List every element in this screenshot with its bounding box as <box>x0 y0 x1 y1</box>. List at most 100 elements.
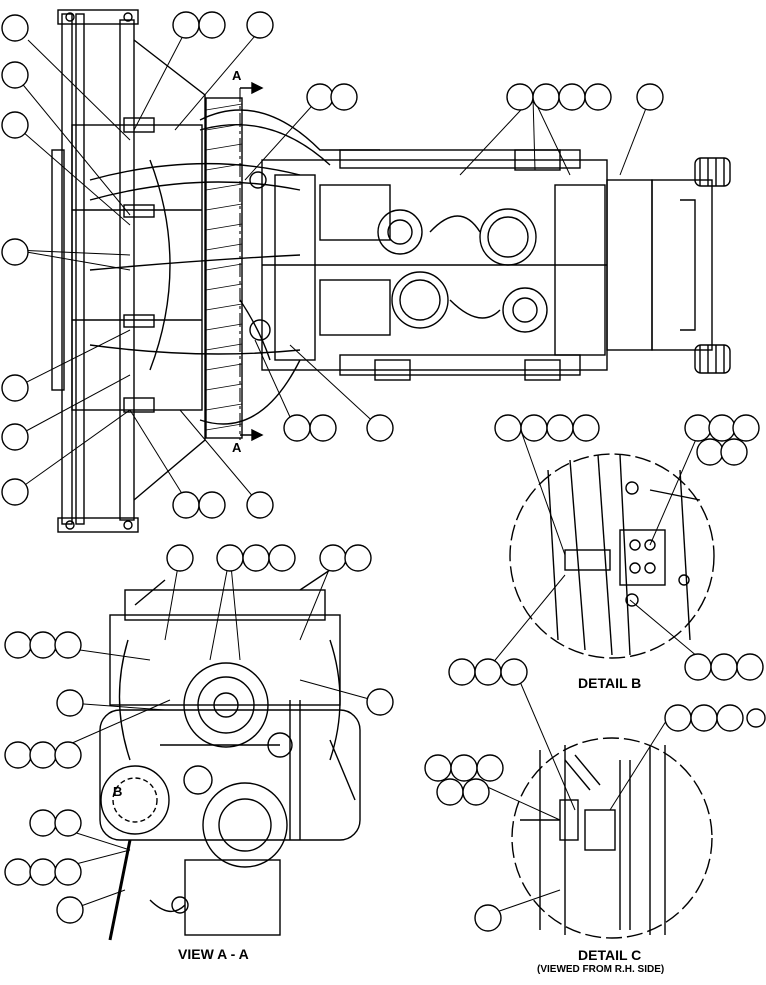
callout-bubble <box>1 478 29 506</box>
callout-bubble <box>1 374 29 402</box>
callout-bubble <box>56 896 84 924</box>
fan <box>205 97 243 439</box>
callout-bubble <box>664 704 692 732</box>
callout-bubble <box>29 741 57 769</box>
callout-bubble <box>246 11 274 39</box>
detail-c-boundary <box>511 737 713 939</box>
callout-bubble <box>198 11 226 39</box>
callout-bubble <box>450 754 478 782</box>
callout-bubble <box>558 83 586 111</box>
callout-bubble <box>462 778 490 806</box>
detail-b-title: DETAIL B <box>578 675 642 691</box>
callout-bubble <box>29 858 57 886</box>
callout-bubbles <box>1 11 766 932</box>
callout-bubble <box>736 653 764 681</box>
callout-bubble <box>500 658 528 686</box>
callout-bubble <box>4 858 32 886</box>
sensor-connector <box>564 549 611 571</box>
callout-bubble <box>708 414 736 442</box>
callout-bubble <box>732 414 760 442</box>
callout-bubble <box>54 858 82 886</box>
callout-bubble <box>690 704 718 732</box>
callout-bubble <box>268 544 296 572</box>
callout-bubble <box>330 83 358 111</box>
rear-mount-lower <box>694 344 731 374</box>
callout-bubble <box>710 653 738 681</box>
radiator-bottom-bracket <box>57 517 139 533</box>
callout-bubble <box>424 754 452 782</box>
callout-bubble <box>1 238 29 266</box>
rear-mount-upper <box>694 157 731 187</box>
callout-bubble <box>166 544 194 572</box>
callout-bubble <box>198 491 226 519</box>
callout-bubble <box>309 414 337 442</box>
callout-bubble <box>216 544 244 572</box>
callout-bubble <box>584 83 612 111</box>
callout-bubble <box>344 544 372 572</box>
crankshaft-pulley-upper <box>183 662 269 748</box>
callout-bubble <box>4 631 32 659</box>
callout-bubble <box>172 11 200 39</box>
turbocharger-upper <box>377 209 423 255</box>
callout-bubble <box>532 83 560 111</box>
callout-bubble <box>29 631 57 659</box>
callout-bubble <box>546 414 574 442</box>
callout-bubble <box>54 631 82 659</box>
damper-pulley <box>202 782 288 868</box>
callout-bubble <box>684 414 712 442</box>
callout-bubble <box>246 491 274 519</box>
callout-bubble <box>474 904 502 932</box>
callout-bubble <box>283 414 311 442</box>
callout-bubble <box>636 83 664 111</box>
callout-bubble <box>1 111 29 139</box>
callout-bubble <box>29 809 57 837</box>
detail-c <box>511 737 713 939</box>
callout-bubble <box>696 438 724 466</box>
callout-bubble <box>448 658 476 686</box>
view-a-a <box>99 569 361 941</box>
view-a-a-title: VIEW A - A <box>178 946 249 962</box>
callout-leaders <box>14 29 711 916</box>
callout-bubble <box>720 438 748 466</box>
detail-b-boundary <box>509 453 715 659</box>
section-a-top-label: A <box>232 68 242 83</box>
detail-c-subtitle: (VIEWED FROM R.H. SIDE) <box>537 964 665 975</box>
callout-bubble <box>520 414 548 442</box>
turbocharger-port-lower <box>391 271 449 329</box>
callout-bubble <box>746 708 766 728</box>
rear-cooler <box>606 179 653 351</box>
callout-bubble <box>54 741 82 769</box>
callout-bubble <box>4 741 32 769</box>
detail-c-title: DETAIL C <box>578 947 642 963</box>
radiator-top-bracket <box>57 9 139 25</box>
oil-pan <box>184 859 281 936</box>
engine-heads <box>109 614 341 706</box>
callout-bubble <box>1 423 29 451</box>
callout-bubble <box>319 544 347 572</box>
callout-bubble <box>366 414 394 442</box>
engine-front <box>99 709 361 841</box>
radiator-frame-rail-right <box>119 19 135 521</box>
callout-bubble <box>684 653 712 681</box>
callout-bubble <box>572 414 600 442</box>
callout-bubble <box>242 544 270 572</box>
turbocharger-lower <box>502 287 548 333</box>
callout-bubble <box>366 688 394 716</box>
callout-bubble <box>476 754 504 782</box>
callout-bubble <box>56 689 84 717</box>
sensor-body <box>559 799 579 841</box>
turbocharger-port-upper <box>479 208 537 266</box>
pump-housing <box>100 765 170 835</box>
callout-bubble <box>172 491 200 519</box>
callout-bubble <box>1 14 29 42</box>
mounting-bracket <box>619 529 666 586</box>
detail-b <box>509 453 715 659</box>
callout-bubble <box>506 83 534 111</box>
callout-bubble <box>436 778 464 806</box>
callout-bubble <box>474 658 502 686</box>
callout-bubble <box>54 809 82 837</box>
callout-bubble <box>1 61 29 89</box>
callout-bubble <box>306 83 334 111</box>
